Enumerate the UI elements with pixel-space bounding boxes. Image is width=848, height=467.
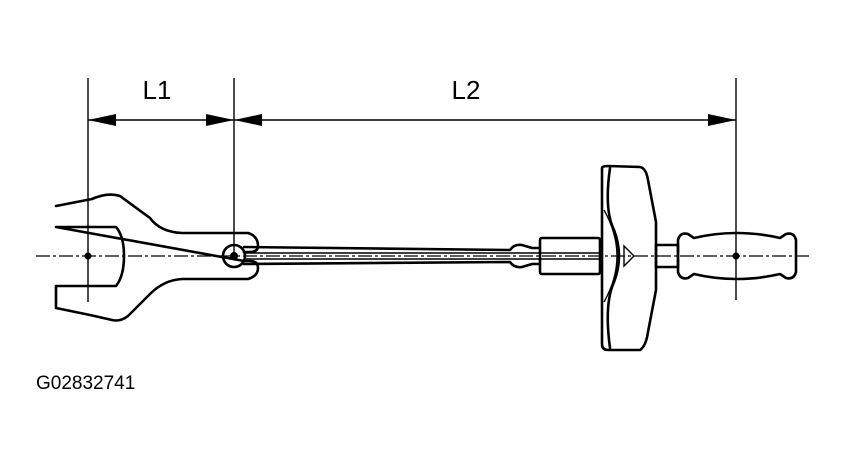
pivot-socket [221,243,247,269]
jaw-center-dot [84,252,92,260]
shaft-collar [538,236,602,276]
grip-center-dot [732,252,740,260]
pointer-icon [623,244,635,268]
torque-wrench-grip [654,231,798,281]
torque-wrench-shaft [242,236,602,276]
dimension-line-l2 [234,114,736,126]
pivot-center-dot [230,252,238,260]
arrow-right-icon [206,114,234,126]
open-end-wrench [54,193,260,322]
label-l1: L1 [143,75,172,105]
torque-wrench-head [600,164,658,352]
arrow-left-icon [234,114,262,126]
figure-caption: G02832741 [36,373,135,394]
arrow-right-icon [708,114,736,126]
dimension-line-l1 [88,114,234,126]
label-l2: L2 [452,75,481,105]
arrow-left-icon [88,114,116,126]
